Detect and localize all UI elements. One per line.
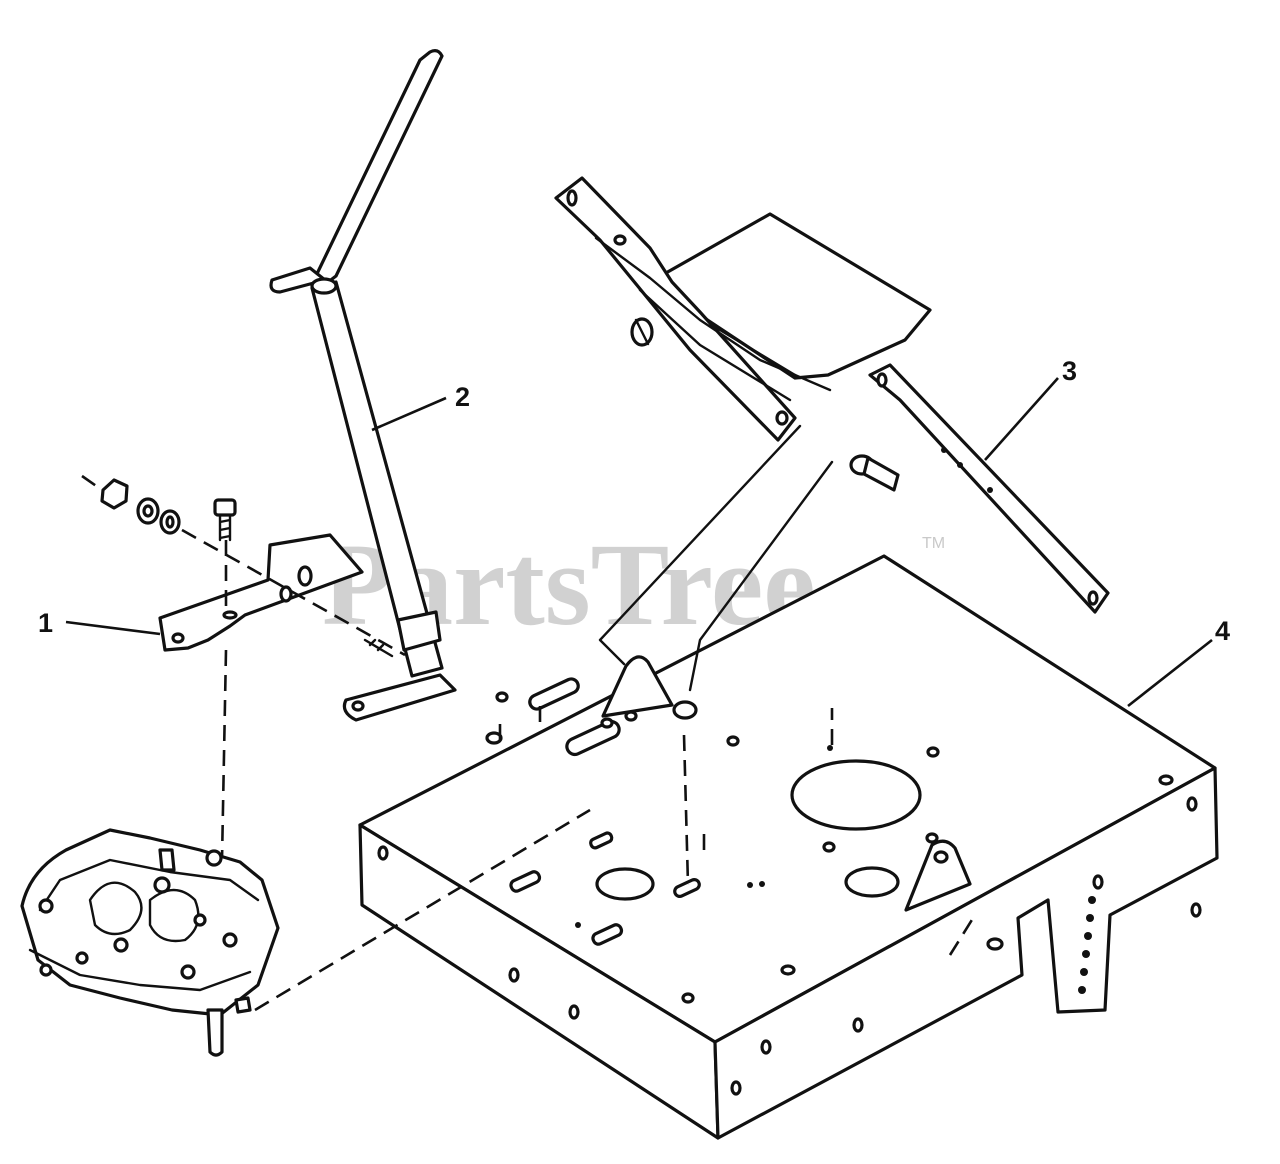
part-4-frame-plate — [358, 554, 1219, 1140]
handle-foot-plate — [342, 673, 457, 722]
gearbox-input-shaft — [158, 848, 176, 872]
transaxle-gearbox — [20, 828, 280, 1057]
horizontal-threaded-rod — [363, 638, 394, 658]
seat-to-frame-line-2 — [688, 460, 834, 692]
handle-upper-grip — [312, 49, 444, 288]
watermark-trademark: TM — [922, 535, 945, 552]
frame-side-pin — [986, 937, 1004, 951]
bracket-body — [158, 533, 364, 652]
callout-2: 2 — [455, 382, 470, 412]
part-2-handle-lever — [269, 49, 457, 722]
leader-3 — [984, 377, 1059, 461]
frame-slot-1 — [528, 677, 580, 711]
callout-1: 1 — [38, 608, 53, 638]
frame-raised-tab-rear — [601, 655, 674, 718]
hex-nut — [100, 478, 129, 510]
frame-side-holes — [377, 796, 1202, 1096]
frame-raised-tab-right — [904, 839, 972, 912]
vertical-bolt — [213, 498, 237, 542]
seat-strap-1 — [594, 236, 832, 392]
leader-1 — [65, 620, 161, 636]
callout-labels: 1 2 3 4 — [38, 356, 1230, 646]
seat-knob — [630, 317, 654, 347]
frame-slot-6 — [589, 831, 614, 850]
frame-hole-right — [844, 866, 900, 898]
leader-4 — [1127, 638, 1213, 708]
frame-slot-4 — [591, 923, 624, 946]
frame-slot-3 — [509, 870, 542, 893]
frame-small-holes — [485, 691, 1174, 1004]
callout-3: 3 — [1062, 356, 1077, 386]
seat-bolt — [849, 454, 900, 492]
frame-large-hole — [790, 759, 922, 831]
seat-pan — [648, 212, 932, 380]
seat-strap-2 — [638, 288, 792, 402]
callout-leaders — [65, 377, 1213, 708]
part-1-mounting-bracket — [81, 474, 834, 1012]
frame-slot-2 — [565, 719, 621, 757]
frame-side-face — [713, 766, 1219, 1140]
gearbox-output-axle — [206, 1008, 224, 1057]
bracket-left-hole — [566, 189, 578, 207]
handle-tube-top — [310, 277, 338, 295]
frame-hidden-edge — [948, 914, 977, 956]
bracket-hardware — [100, 478, 394, 658]
frame-slot-5 — [673, 878, 701, 898]
seat-to-frame-line-1 — [598, 424, 802, 666]
part-3-seat-assembly — [554, 176, 1110, 692]
leader-2 — [371, 396, 447, 432]
frame-hole-left — [595, 867, 655, 901]
frame-rear-bolt-hole — [672, 700, 698, 720]
handle-collar — [396, 610, 442, 652]
callout-4: 4 — [1215, 616, 1230, 646]
